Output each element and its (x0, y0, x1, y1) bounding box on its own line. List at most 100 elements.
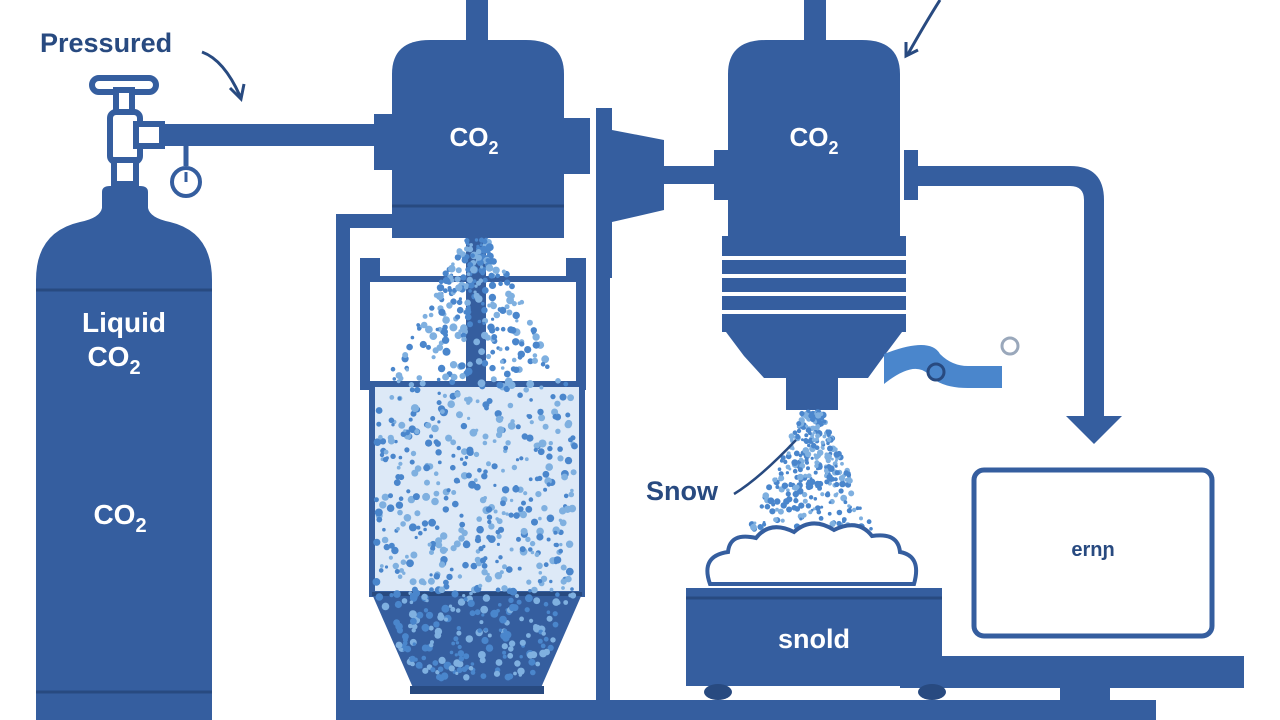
snow-crystal (410, 551, 418, 559)
snow-crystal (551, 408, 559, 416)
snow-crystal (546, 514, 555, 523)
snow-crystal (789, 437, 794, 442)
cylinder-liquid-label: Liquid (82, 307, 166, 338)
snow-crystal (389, 593, 394, 598)
snow-crystal (500, 500, 506, 507)
flow-arrow-icon (1066, 416, 1122, 444)
snow-crystal (447, 286, 452, 290)
snow-crystal (464, 299, 471, 307)
snow-crystal (554, 542, 559, 548)
snow-crystal (805, 424, 809, 428)
snow-crystal (475, 295, 483, 303)
snow-crystal (513, 512, 520, 519)
snow-crystal (775, 485, 780, 489)
snow-crystal (540, 643, 546, 649)
snow-crystal (806, 466, 810, 471)
snow-crystal (822, 434, 827, 439)
snow-crystal (410, 335, 415, 340)
snow-crystal (533, 442, 540, 449)
snow-crystal (438, 656, 446, 665)
snow-crystal (418, 530, 423, 536)
snow-crystal (454, 254, 462, 261)
snow-crystal (393, 590, 401, 598)
snow-crystal (805, 460, 809, 465)
snow-crystal (409, 578, 417, 586)
snow-crystal (507, 326, 515, 334)
snow-crystal (526, 579, 532, 585)
snow-crystal (465, 635, 473, 643)
snow-crystals-tank (372, 237, 578, 682)
snow-crystal (489, 295, 494, 299)
snow-crystal (504, 673, 512, 681)
snow-crystal (813, 497, 818, 501)
snow-crystal (456, 248, 463, 256)
snow-crystal (505, 512, 509, 516)
snow-crystal (525, 536, 531, 543)
snow-crystal (516, 599, 522, 605)
snow-crystal (463, 653, 470, 660)
snow-crystal (464, 367, 473, 376)
snow-crystal (529, 398, 533, 402)
snow-crystal (799, 457, 803, 462)
snow-crystal (795, 484, 800, 490)
snow-crystal (466, 272, 471, 276)
snow-crystal (466, 448, 474, 456)
snow-crystal (564, 456, 573, 465)
snow-crystal (505, 440, 511, 446)
snow-crystal (379, 438, 387, 445)
snow-crystal (767, 497, 775, 505)
snow-crystal (429, 305, 435, 311)
snow-crystal (825, 429, 830, 434)
snow-crystal (508, 646, 514, 652)
snow-crystal (440, 532, 448, 540)
snow-crystal (428, 625, 434, 631)
snow-crystal (788, 482, 793, 486)
snow-crystal (793, 450, 800, 457)
snow-crystal (395, 622, 403, 631)
snow-crystal (482, 433, 489, 440)
snow-crystal (506, 566, 513, 573)
snow-crystal (530, 327, 537, 334)
snow-crystal (376, 516, 383, 523)
snow-crystal (429, 332, 438, 340)
snow-crystal (477, 319, 482, 324)
snow-crystal (443, 288, 448, 294)
snow-crystal (499, 615, 507, 624)
snow-crystal (488, 281, 497, 289)
snow-crystal (452, 500, 459, 508)
snow-crystal (526, 319, 533, 326)
chamber-2-subscript: 2 (828, 138, 838, 158)
snow-crystal (780, 455, 786, 461)
snow-crystal (822, 419, 827, 424)
snow-crystal (489, 364, 496, 372)
snow-crystal (554, 400, 561, 407)
snow-crystal (410, 661, 415, 667)
snow-crystal (405, 554, 409, 559)
snow-crystal (519, 616, 524, 622)
snow-crystal (456, 660, 464, 668)
snow-crystal (467, 361, 473, 368)
snow-crystal (373, 438, 382, 447)
snow-crystal (508, 597, 514, 603)
snow-crystal (456, 479, 461, 484)
snow-crystal (416, 323, 421, 327)
snow-crystal (835, 492, 839, 496)
snow-crystal (456, 630, 462, 636)
snow-crystal (554, 560, 558, 565)
snow-crystal (485, 644, 494, 652)
snow-crystal (443, 495, 449, 501)
snow-crystal (524, 457, 529, 462)
snow-crystal (495, 415, 504, 423)
snow-crystal (442, 347, 451, 356)
output-box-label: ernɲ (1071, 539, 1114, 561)
snow-crystal (484, 334, 491, 341)
snow-crystal (543, 487, 548, 492)
snow-crystal (436, 674, 443, 681)
snow-crystal (468, 480, 477, 489)
snow-crystal (565, 567, 574, 576)
snow-crystal (490, 609, 499, 618)
snow-crystal (421, 520, 429, 527)
snow-crystal (486, 572, 490, 577)
snow-crystal (798, 483, 802, 487)
snow-crystal (512, 311, 520, 320)
